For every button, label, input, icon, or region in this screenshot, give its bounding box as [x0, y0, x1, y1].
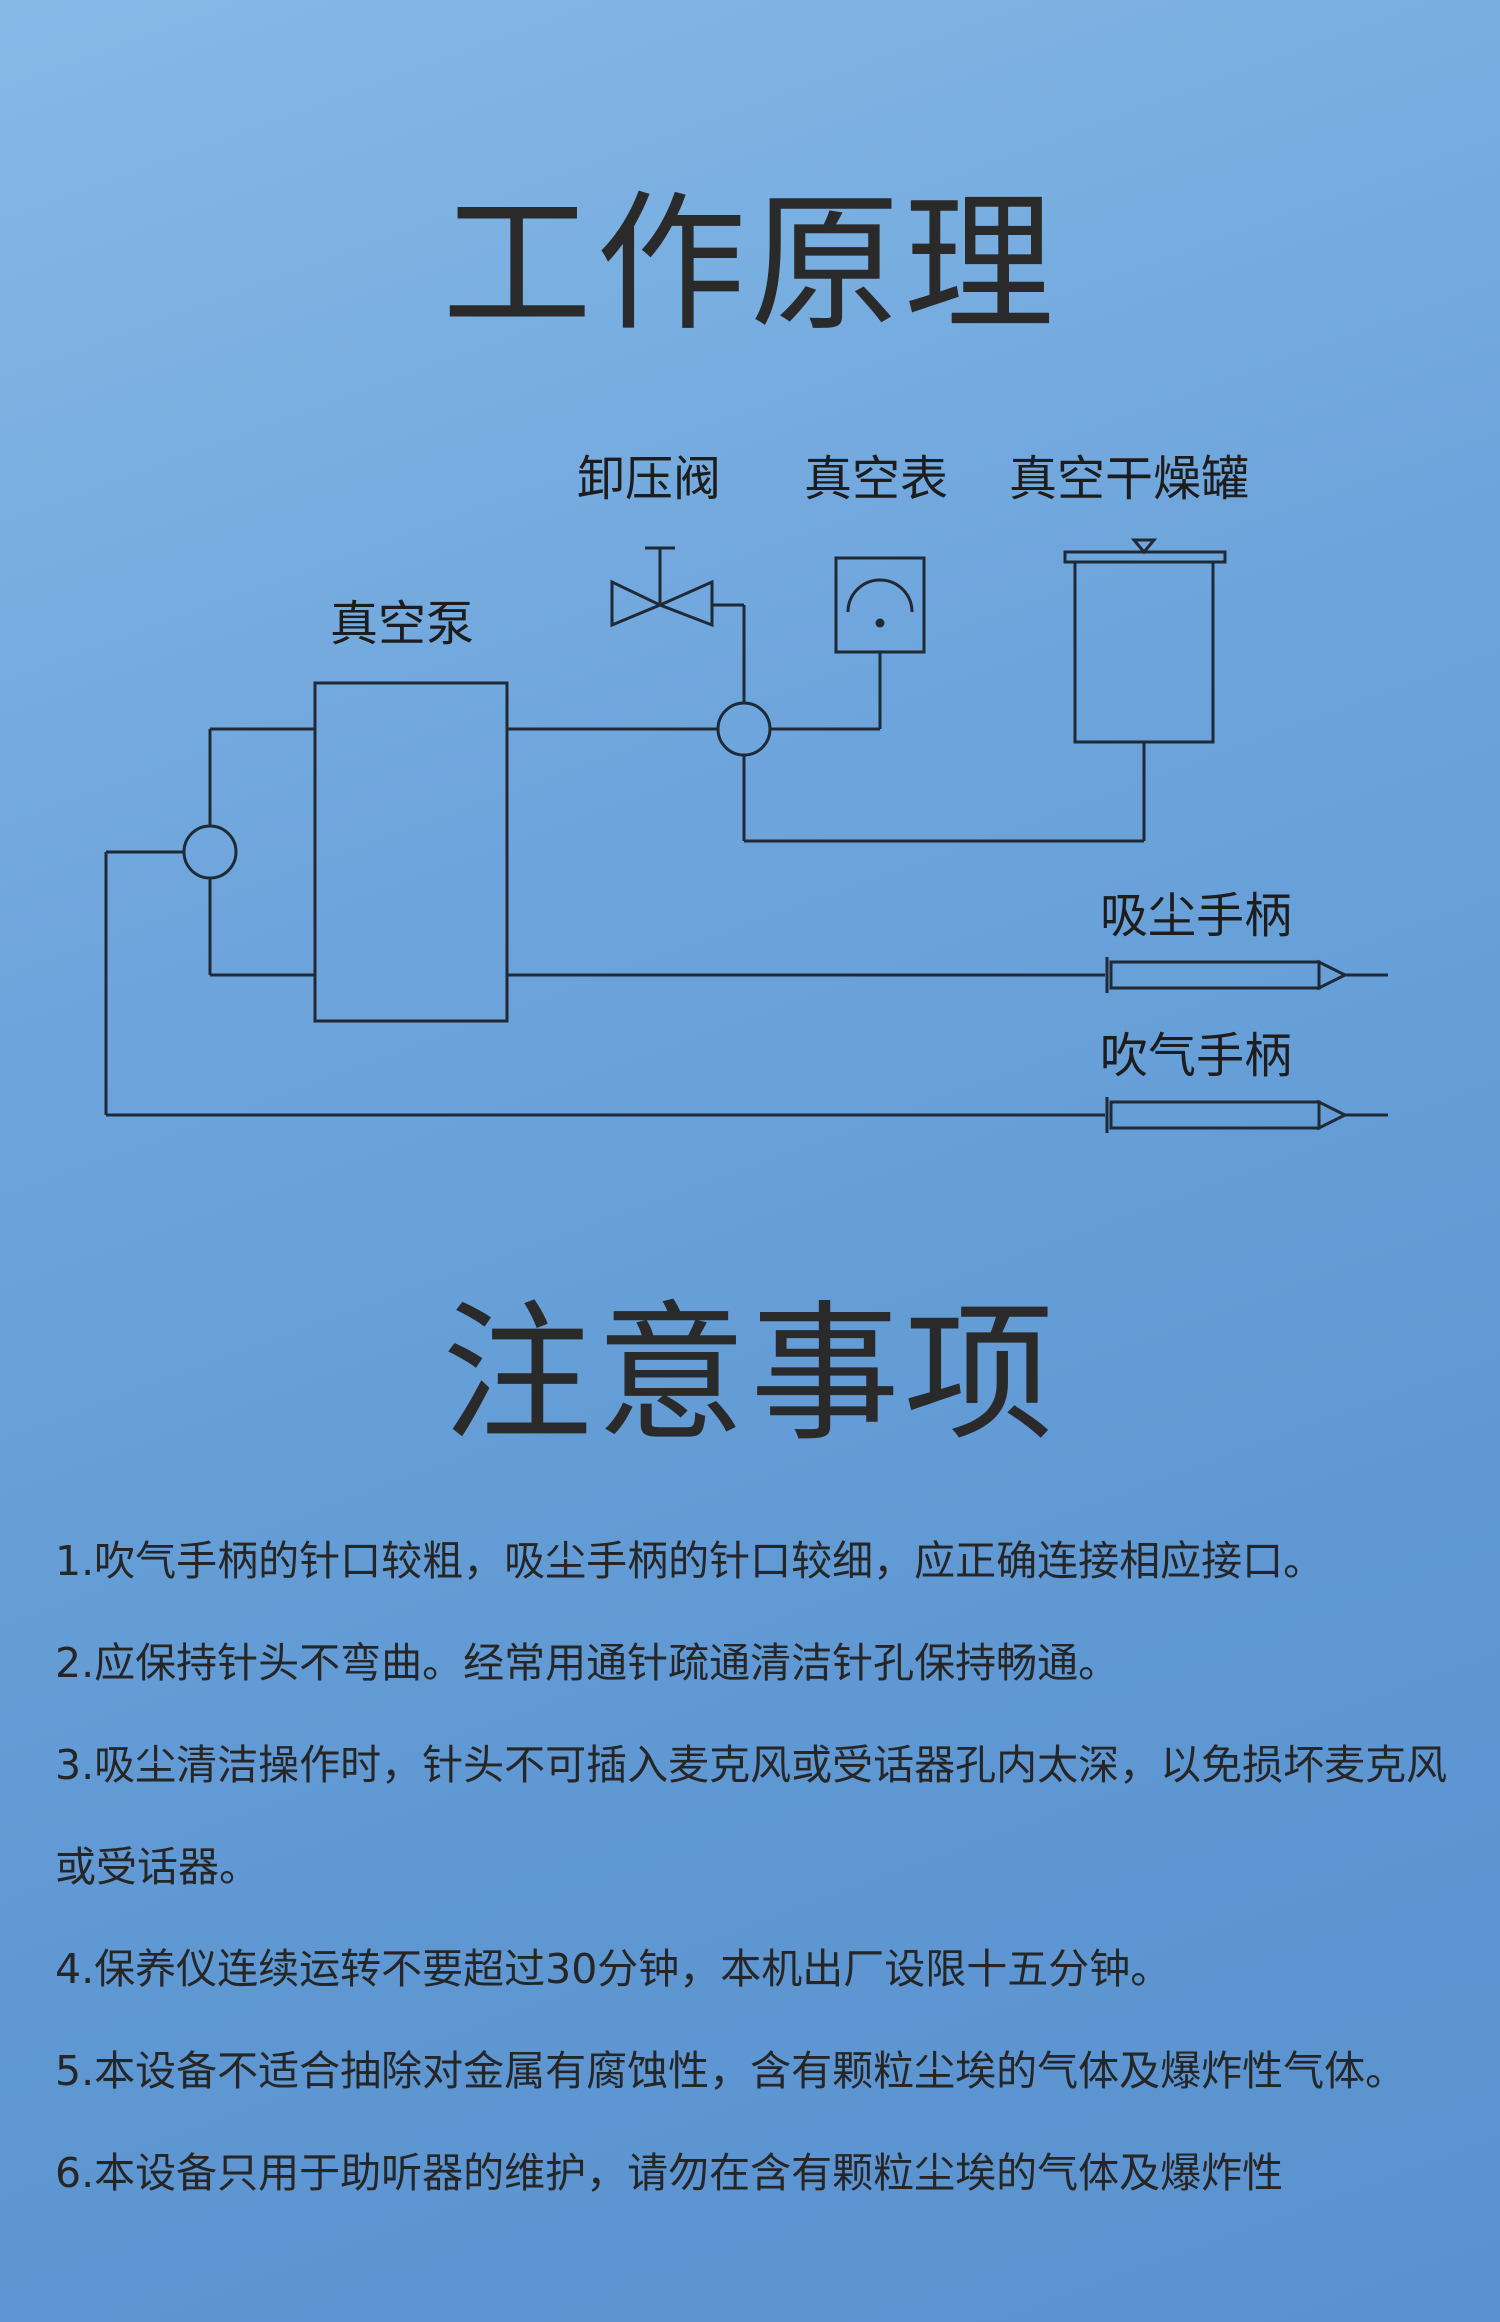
note-item-3: 3.吸尘清洁操作时，针头不可插入麦克风或受话器孔内太深，以免损坏麦克风或受话器。: [55, 1741, 1448, 1891]
vacuum-gauge-icon: [834, 556, 926, 654]
notes-title: 注意事项: [441, 1288, 1058, 1462]
principle-title: 工作原理: [441, 178, 1058, 352]
label-vacuum-gauge: 真空表: [804, 451, 948, 507]
label-drying-tank: 真空干燥罐: [1009, 451, 1249, 507]
note-item-2: 2.应保持针头不弯曲。经常用通针疏通清洁针孔保持畅通。: [55, 1639, 1120, 1687]
vacuum-pump-box: [313, 681, 509, 1023]
suction-handle-icon: [1105, 957, 1388, 993]
junction-left: [182, 824, 238, 880]
junction-right: [716, 701, 772, 757]
label-vacuum-pump: 真空泵: [330, 596, 474, 652]
note-item-5: 5.本设备不适合抽除对金属有腐蚀性，含有颗粒尘埃的气体及爆炸性气体。: [55, 2047, 1407, 2095]
note-item-1: 1.吹气手柄的针口较粗，吸尘手柄的针口较细，应正确连接相应接口。: [55, 1537, 1325, 1585]
relief-valve-icon: [610, 546, 714, 628]
drying-tank-icon: [1063, 538, 1227, 744]
label-relief-valve: 卸压阀: [577, 451, 721, 507]
notes-list: 1.吹气手柄的针口较粗，吸尘手柄的针口较细，应正确连接相应接口。 2.应保持针头…: [55, 1510, 1465, 2224]
note-item-4: 4.保养仪连续运转不要超过30分钟，本机出厂设限十五分钟。: [55, 1945, 1172, 1993]
blow-handle-icon: [1105, 1097, 1388, 1133]
label-blow-handle: 吹气手柄: [1100, 1028, 1292, 1084]
label-suction-handle: 吸尘手柄: [1100, 888, 1292, 944]
note-item-6: 6.本设备只用于助听器的维护，请勿在含有颗粒尘埃的气体及爆炸性: [55, 2149, 1284, 2197]
working-principle-diagram: 卸压阀 真空表 真空干燥罐 真空泵 吸尘手柄 吹气手柄: [104, 451, 1388, 1133]
